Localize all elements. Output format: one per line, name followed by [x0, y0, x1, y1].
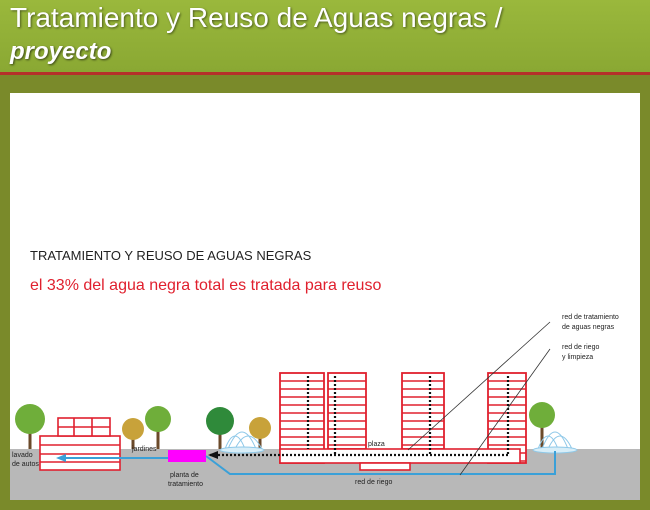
- tower-2: [327, 372, 367, 450]
- label-red-tratamiento-1: red de tratamiento: [562, 314, 619, 321]
- leader-line-tratamiento: [407, 321, 551, 451]
- tower-3: [401, 372, 445, 450]
- fountain-right: [532, 431, 578, 454]
- leader-line-riego: [459, 348, 551, 476]
- label-planta-1: planta de: [170, 472, 199, 479]
- treatment-plant: [168, 450, 206, 462]
- sewage-arrow: [208, 451, 218, 459]
- building-left: [39, 417, 121, 471]
- header-bar: Tratamiento y Reuso de Aguas negras / pr…: [0, 0, 650, 72]
- tree-4: [206, 407, 234, 449]
- towers-group: [279, 372, 527, 464]
- label-red-de-riego: red de riego: [355, 479, 392, 486]
- page-subtitle: proyecto: [10, 38, 112, 65]
- irrigation-network: [56, 451, 556, 475]
- header-divider: [0, 72, 650, 75]
- diagram-highlight: el 33% del agua negra total es tratada p…: [30, 277, 381, 294]
- label-planta-2: tratamiento: [168, 481, 203, 488]
- diagram-canvas: TRATAMIENTO Y REUSO DE AGUAS NEGRAS el 3…: [10, 93, 640, 500]
- page-title: Tratamiento y Reuso de Aguas negras /: [10, 2, 503, 33]
- tree-2: [122, 418, 144, 449]
- label-red-tratamiento-2: de aguas negras: [562, 324, 615, 331]
- tree-5: [249, 417, 271, 449]
- label-red-riego-1: red de riego: [562, 344, 599, 351]
- diagram-heading: TRATAMIENTO Y REUSO DE AGUAS NEGRAS: [30, 248, 312, 263]
- tree-6: [529, 402, 555, 449]
- label-red-riego-2: y limpieza: [562, 354, 593, 361]
- label-lavado-1: lavado: [12, 452, 33, 459]
- tree-1: [15, 404, 45, 449]
- label-jardines: jardines: [131, 446, 157, 453]
- tree-3: [145, 406, 171, 449]
- label-plaza: plaza: [368, 441, 385, 448]
- fountain-left: [219, 431, 265, 454]
- diagram-svg: TRATAMIENTO Y REUSO DE AGUAS NEGRAS el 3…: [10, 248, 640, 500]
- label-lavado-2: de autos: [12, 461, 39, 468]
- trees-group: [15, 402, 555, 449]
- sewage-network: [210, 376, 510, 457]
